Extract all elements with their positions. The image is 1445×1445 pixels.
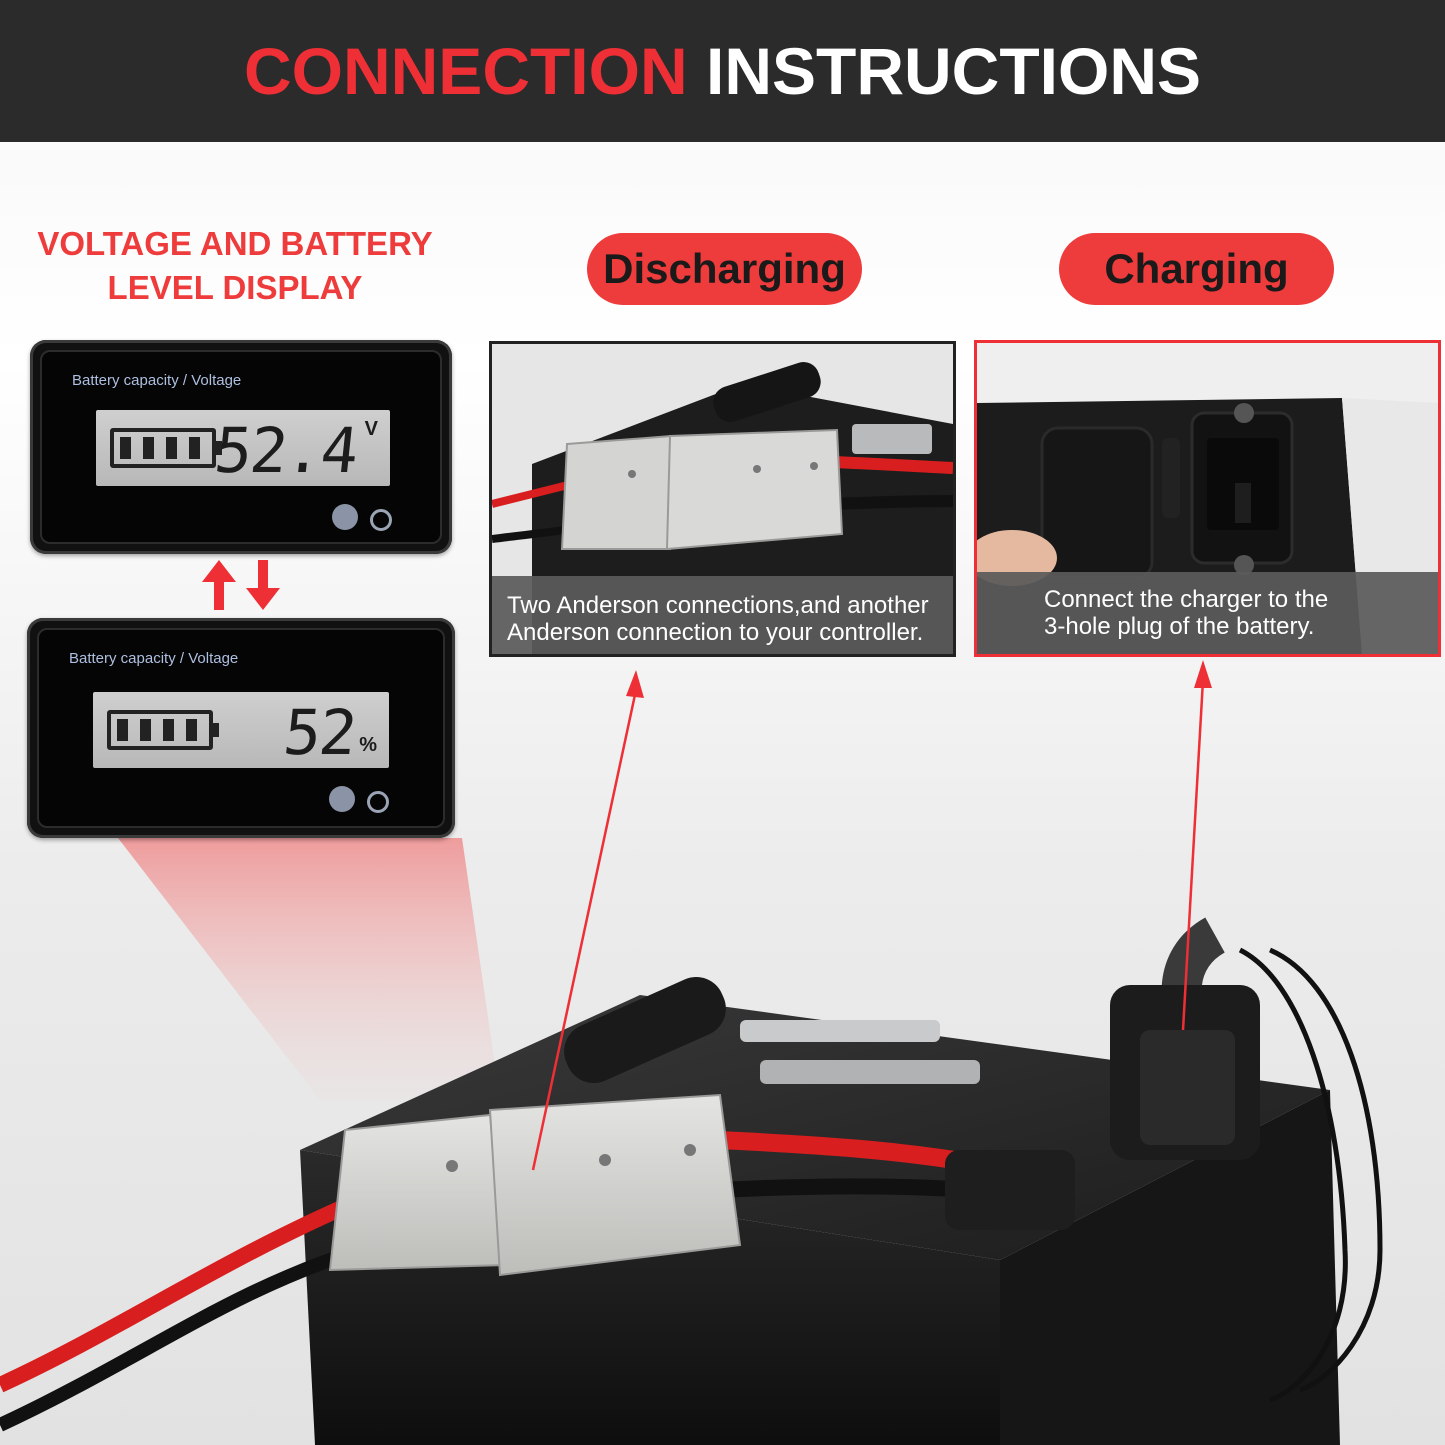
lcd-bezel: Battery capacity / Voltage 52.4 V	[40, 350, 442, 544]
discharging-caption-line2: Anderson connection to your controller.	[507, 619, 924, 646]
display-section-title: VOLTAGE AND BATTERY LEVEL DISPLAY	[20, 222, 450, 310]
lcd-indicator-dot-icon	[329, 786, 355, 812]
page-header: CONNECTION INSTRUCTIONS	[0, 0, 1445, 142]
voltage-reading: 52.4	[210, 414, 360, 487]
header-title-white: INSTRUCTIONS	[706, 34, 1201, 108]
battery-bar	[163, 719, 174, 741]
battery-level-icon	[107, 710, 219, 750]
battery-bar	[166, 437, 177, 459]
battery-bar	[140, 719, 151, 741]
lcd-indicator-dot-icon	[332, 504, 358, 530]
discharging-label: Discharging	[587, 233, 862, 305]
lcd-indicator-ring-icon	[367, 791, 389, 813]
battery-bar	[143, 437, 154, 459]
display-title-line1: VOLTAGE AND BATTERY	[37, 225, 433, 262]
lcd-label: Battery capacity / Voltage	[69, 650, 239, 667]
charging-caption-line1: Connect the charger to the	[1044, 586, 1329, 613]
lcd-screen: 52 %	[93, 692, 389, 769]
charging-photo-panel: Connect the charger to the 3-hole plug o…	[974, 340, 1441, 657]
lcd-indicator-ring-icon	[370, 509, 392, 531]
discharging-caption-line1: Two Anderson connections,and another	[507, 592, 929, 619]
display-title-line2: LEVEL DISPLAY	[107, 269, 363, 306]
battery-bar	[120, 437, 131, 459]
lcd-bezel: Battery capacity / Voltage 52 %	[37, 628, 445, 828]
swap-arrows-icon	[202, 560, 282, 614]
battery-bar	[186, 719, 197, 741]
charging-caption: Connect the charger to the 3-hole plug o…	[977, 572, 1438, 654]
discharging-caption: Two Anderson connections,and another And…	[492, 576, 953, 654]
battery-bar	[189, 437, 200, 459]
charging-caption-line2: 3-hole plug of the battery.	[1044, 613, 1315, 640]
battery-level-icon	[110, 428, 222, 468]
discharging-photo-panel: Two Anderson connections,and another And…	[489, 341, 956, 657]
percent-unit: %	[359, 734, 377, 756]
battery-bar	[117, 719, 128, 741]
header-title-red: CONNECTION	[243, 34, 688, 108]
charging-label: Charging	[1059, 233, 1334, 305]
lcd-screen: 52.4 V	[96, 410, 390, 487]
lcd-display-percent: Battery capacity / Voltage 52 %	[27, 618, 455, 838]
lcd-display-voltage: Battery capacity / Voltage 52.4 V	[30, 340, 452, 554]
percent-reading: 52	[280, 696, 359, 769]
voltage-unit: V	[364, 418, 378, 440]
lcd-label: Battery capacity / Voltage	[72, 372, 242, 389]
